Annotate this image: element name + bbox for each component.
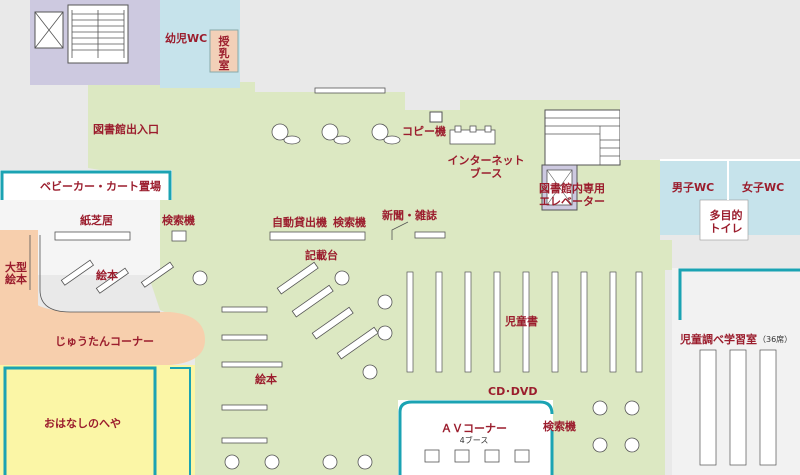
childrens-books-label: 児童書 — [505, 315, 538, 328]
stroller-parking — [0, 170, 172, 200]
copy-machine-label: コピー機 — [402, 125, 446, 138]
carpet-corner-label: じゅうたんコーナー — [55, 335, 154, 348]
study-room-label: 児童調べ学習室 — [680, 333, 757, 346]
internet-booth-label-2: ブース — [469, 167, 503, 180]
search-terminal-2-label: 検索機 — [333, 216, 366, 229]
newspapers-label: 新聞・雑誌 — [382, 209, 437, 222]
womens-wc-label: 女子WC — [742, 181, 785, 194]
av-booths-label: 4ブース — [459, 436, 489, 445]
multipurpose-toilet-label-2: トイレ — [709, 222, 743, 235]
study-room-seats-label: （36席） — [758, 335, 793, 344]
picture-books-2-label: 絵本 — [255, 373, 277, 386]
search-terminal-3-label: 検索機 — [543, 420, 576, 433]
storytelling-room-label: おはなしのへや — [44, 417, 121, 430]
stroller-area-label: ベビーカー・カート置場 — [40, 180, 161, 193]
nursing-room-label: 授乳室 — [218, 35, 230, 72]
multipurpose-toilet — [699, 199, 749, 241]
main-floor — [88, 82, 672, 475]
auto-lending-label: 自動貸出機 — [272, 216, 327, 229]
av-corner-room — [398, 400, 553, 475]
search-terminal-1-label: 検索機 — [162, 214, 195, 227]
av-corner-label: ＡＶコーナー — [441, 422, 507, 435]
multipurpose-toilet-label-1: 多目的 — [709, 209, 743, 222]
library-entrance-label: 図書館出入口 — [93, 123, 159, 136]
cd-dvd-label: CD･DVD — [488, 385, 538, 398]
large-picture-books-label: 大型絵本 — [5, 261, 27, 286]
writing-desk-label: 記載台 — [305, 249, 338, 262]
carpet-corner — [0, 300, 205, 365]
nursing-room — [209, 29, 239, 73]
library-elevator-label-2: エレベーター — [539, 195, 605, 208]
mens-wc-label: 男子WC — [672, 181, 715, 194]
picture-books-1-label: 絵本 — [96, 269, 118, 282]
kamishibai-label: 紙芝居 — [80, 214, 113, 227]
storytelling-room — [0, 365, 195, 475]
infant-wc-label: 幼児WC — [165, 32, 208, 45]
internet-booth-label-1: インターネット — [447, 154, 525, 167]
library-elevator-label-1: 図書館内専用 — [539, 182, 605, 195]
